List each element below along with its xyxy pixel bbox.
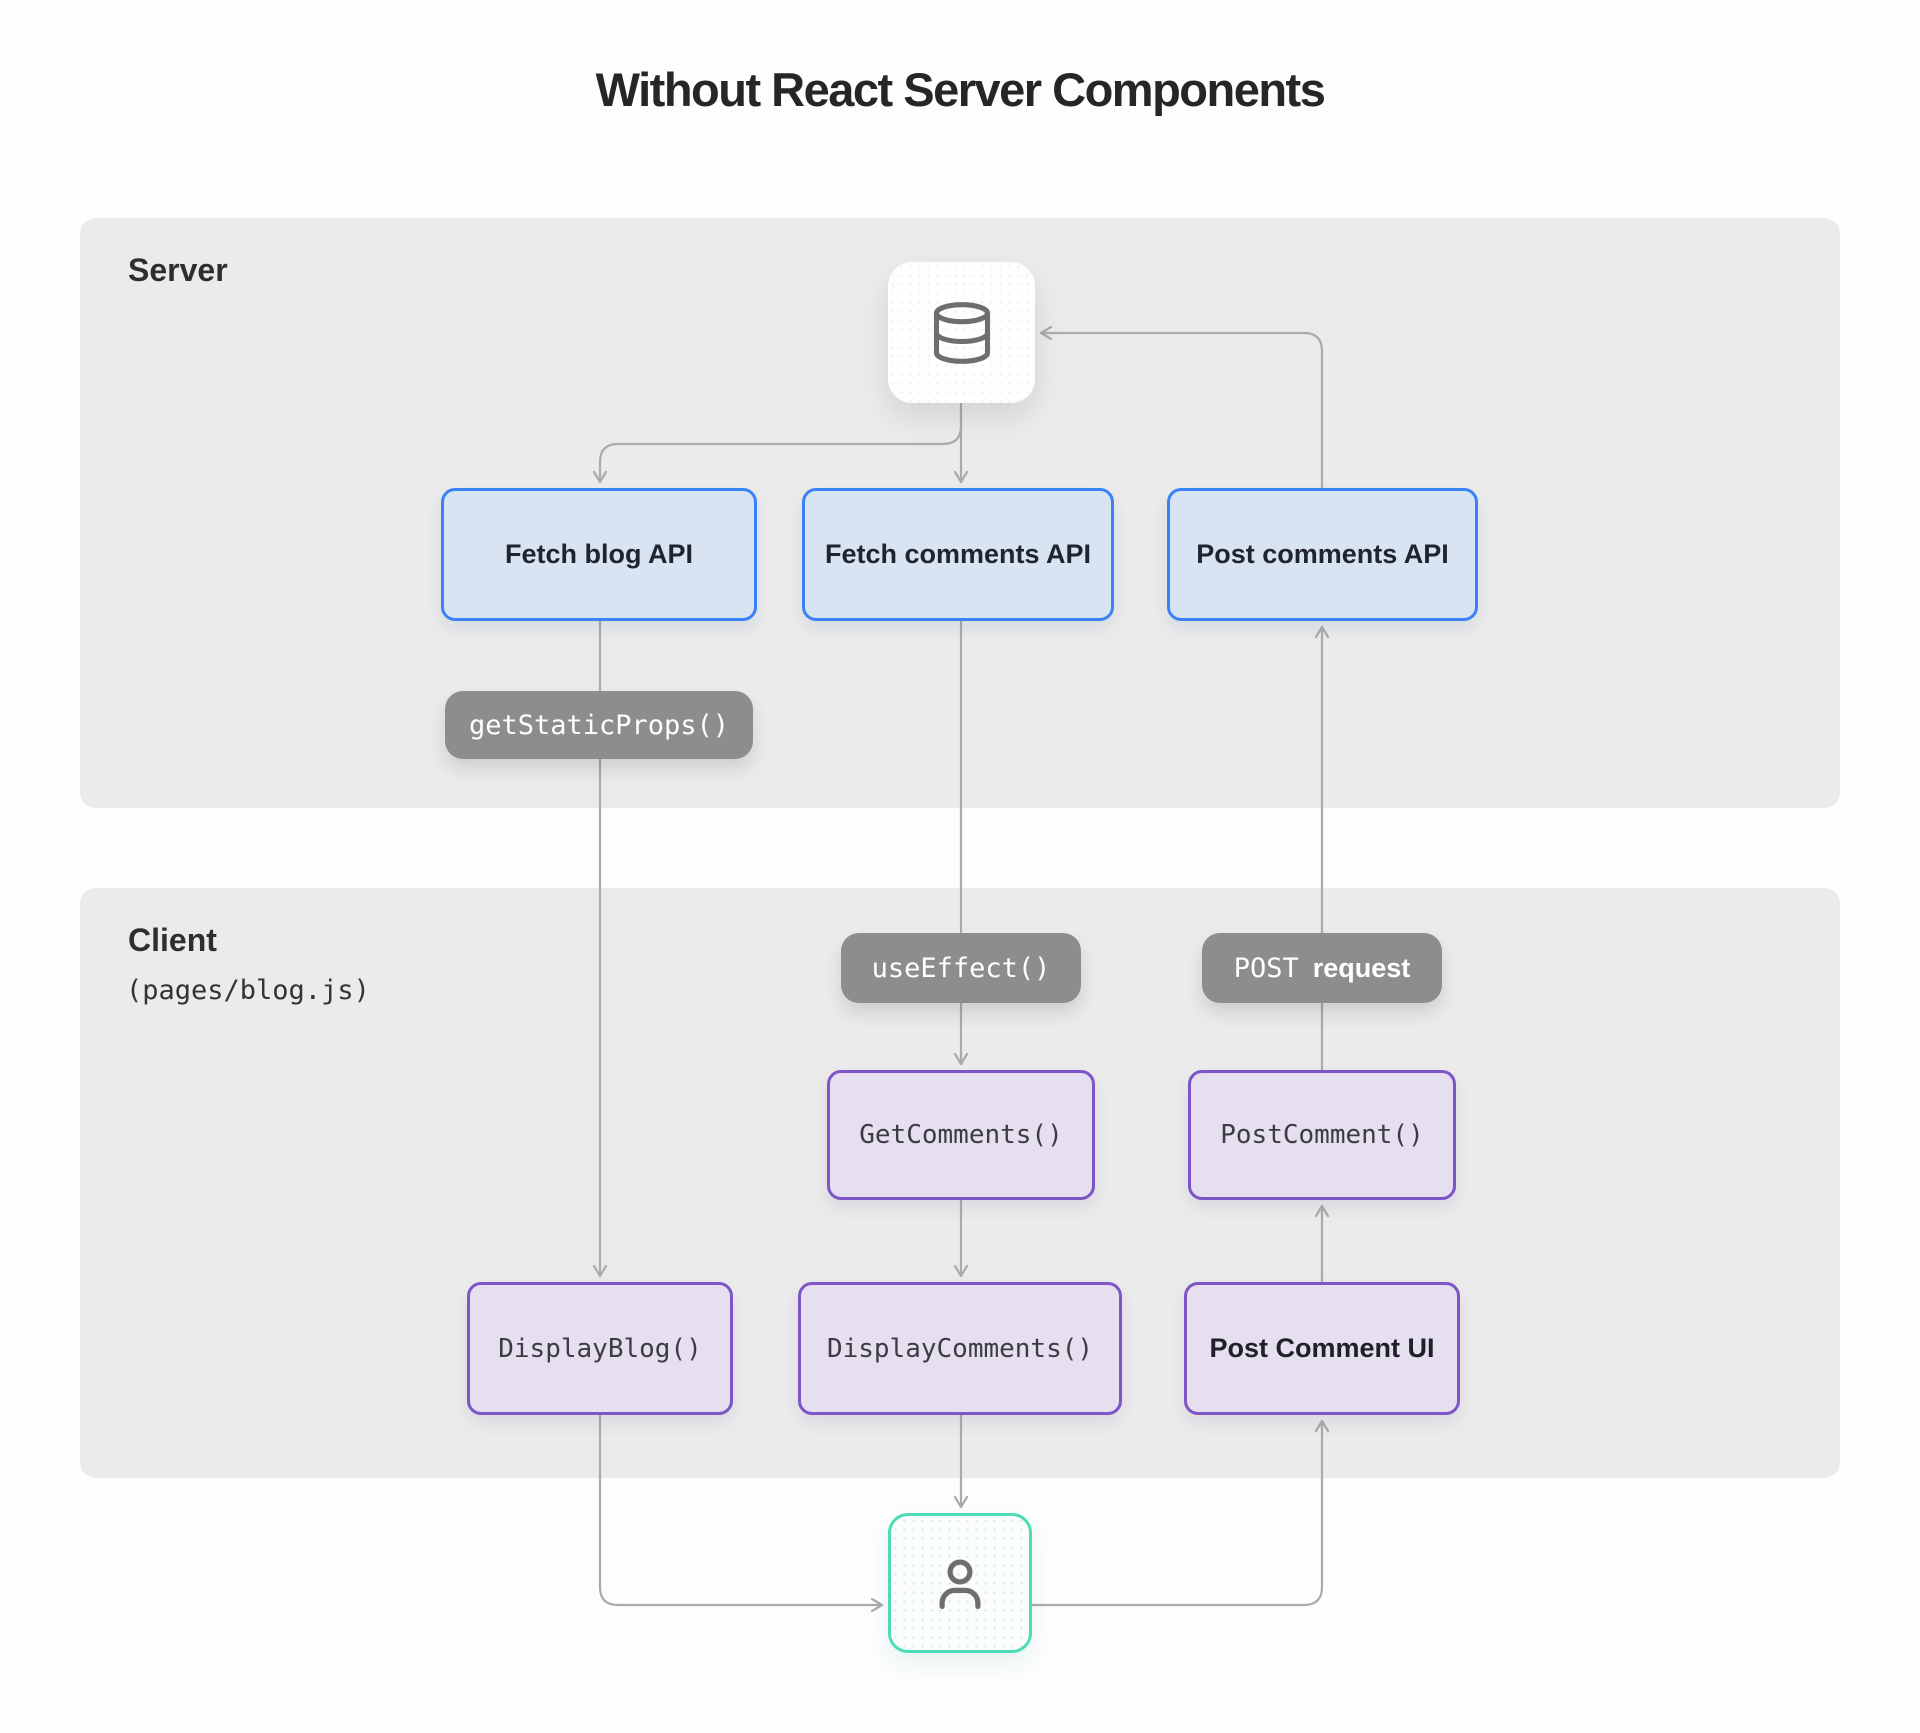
display-blog-label: DisplayBlog() xyxy=(498,1333,702,1364)
get-comments-node: GetComments() xyxy=(827,1070,1095,1200)
fetch-blog-api-node: Fetch blog API xyxy=(441,488,757,621)
post-request-pill: POST request xyxy=(1202,933,1442,1003)
user-node xyxy=(888,1513,1032,1653)
post-comment-label: PostComment() xyxy=(1220,1120,1424,1150)
get-comments-label: GetComments() xyxy=(859,1120,1063,1150)
post-comments-api-node: Post comments API xyxy=(1167,488,1478,621)
post-comment-ui-node: Post Comment UI xyxy=(1184,1282,1460,1415)
diagram-title: Without React Server Components xyxy=(595,63,1326,116)
display-blog-node: DisplayBlog() xyxy=(467,1282,733,1415)
post-comments-api-label: Post comments API xyxy=(1196,539,1449,569)
get-static-props-pill: getStaticProps() xyxy=(445,691,753,759)
fetch-comments-api-label: Fetch comments API xyxy=(824,539,1092,569)
get-static-props-label: getStaticProps() xyxy=(468,709,730,741)
fetch-comments-api-node: Fetch comments API xyxy=(802,488,1114,621)
use-effect-pill: useEffect() xyxy=(841,933,1081,1003)
post-request-keyword: POST xyxy=(1233,952,1299,984)
client-panel-label: Client xyxy=(128,922,217,958)
post-comment-ui-label: Post Comment UI xyxy=(1209,1333,1435,1363)
fetch-blog-api-label: Fetch blog API xyxy=(505,539,693,569)
database-icon xyxy=(933,301,990,364)
post-comment-node: PostComment() xyxy=(1188,1070,1456,1200)
display-comments-label: DisplayComments() xyxy=(826,1333,1094,1364)
post-request-word: request xyxy=(1312,952,1411,983)
use-effect-label: useEffect() xyxy=(871,952,1051,984)
server-panel-label: Server xyxy=(128,252,228,288)
display-comments-node: DisplayComments() xyxy=(798,1282,1122,1415)
database-node xyxy=(888,262,1035,403)
user-icon xyxy=(939,1559,981,1609)
client-panel-sublabel: (pages/blog.js) xyxy=(126,975,370,1006)
